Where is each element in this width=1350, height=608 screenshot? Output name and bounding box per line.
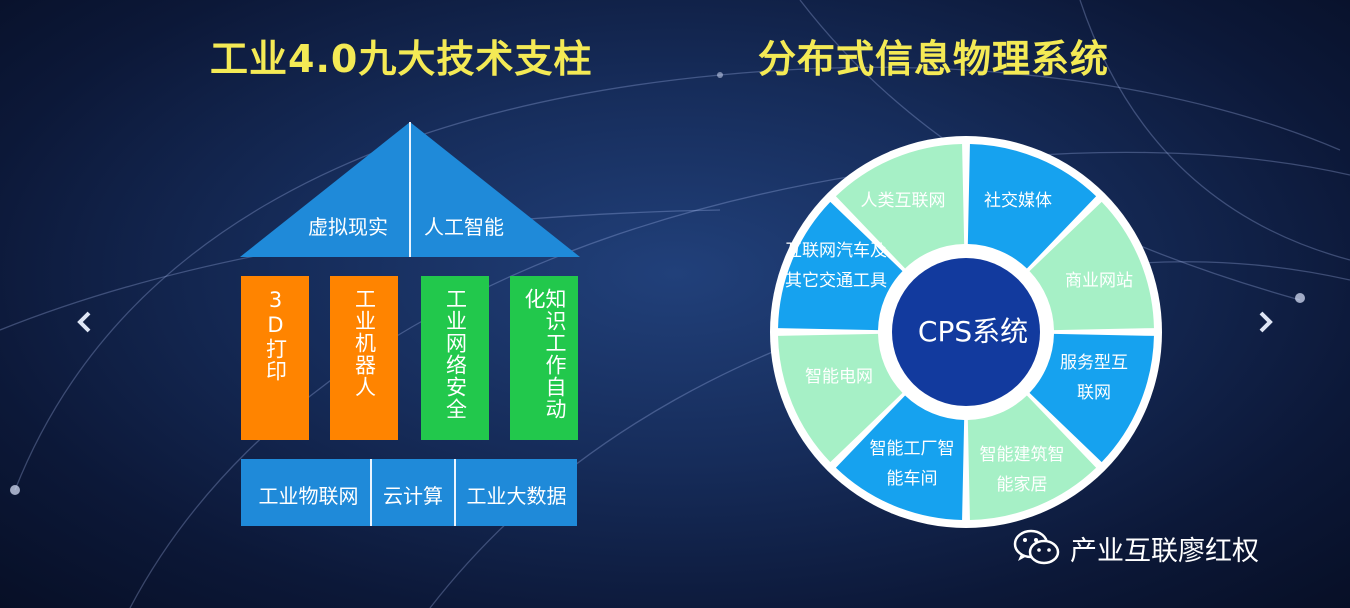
right-title: 分布式信息物理系统 xyxy=(758,37,1110,81)
cps-segment-text: 商业网站 xyxy=(1065,271,1133,291)
cps-segment xyxy=(835,395,965,520)
cps-segment xyxy=(967,395,1097,520)
watermark: 产业互联廖红权 xyxy=(1012,528,1259,568)
cps-segment-label: 智能建筑智能家居 xyxy=(972,440,1072,500)
roof-label-vr: 虚拟现实 xyxy=(308,215,388,239)
chevron-right-icon xyxy=(1259,311,1273,333)
foundation-label-iiot: 工业物联网 xyxy=(258,484,359,508)
cps-segment-text: 服务型互联网 xyxy=(1060,353,1128,403)
pillar-label: 工业机器人 xyxy=(352,288,377,398)
chevron-left-icon xyxy=(77,311,91,333)
cps-segment-text: 智能建筑智能家居 xyxy=(979,445,1065,495)
cps-center-circle xyxy=(892,258,1040,406)
pillar-label: 知识工作自动化 xyxy=(522,288,567,420)
left-title: 工业4.0九大技术支柱 xyxy=(210,37,593,81)
cps-segment-text: 智能工厂智能车间 xyxy=(869,439,955,489)
prev-slide-button[interactable] xyxy=(72,306,98,338)
roof-triangle xyxy=(240,122,580,257)
cps-center-label: CPS系统 xyxy=(917,315,1029,348)
foundation-bar: 工业物联网 云计算 工业大数据 xyxy=(241,459,577,526)
wechat-icon xyxy=(1013,529,1060,565)
pillar-knowledge-automation: 知识工作自动化 xyxy=(510,276,578,440)
cps-segment-label: 智能工厂智能车间 xyxy=(862,434,962,494)
cps-segment-label: 社交媒体 xyxy=(972,186,1064,216)
watermark-text: 产业互联廖红权 xyxy=(1070,535,1259,567)
cps-segment-text: 互联网汽车及其它交通工具 xyxy=(785,241,887,291)
cps-segment-text: 智能电网 xyxy=(805,367,873,387)
cps-segment xyxy=(1029,333,1154,463)
next-slide-button[interactable] xyxy=(1252,306,1278,338)
cps-segment xyxy=(1029,201,1154,331)
cps-segment xyxy=(778,333,903,463)
cps-segment xyxy=(835,144,965,269)
cps-segment-text: 人类互联网 xyxy=(860,191,946,211)
cps-segment-label: 智能电网 xyxy=(790,362,888,392)
pillar-label: 工业网络安全 xyxy=(443,288,468,420)
cps-segment-text: 社交媒体 xyxy=(984,191,1052,211)
cps-segment-label: 商业网站 xyxy=(1050,266,1148,296)
cps-segment-label: 互联网汽车及其它交通工具 xyxy=(780,236,892,296)
foundation-divider xyxy=(370,459,372,526)
cps-segment-label: 服务型互联网 xyxy=(1040,348,1148,408)
foundation-label-bigdata: 工业大数据 xyxy=(466,484,567,508)
roof-label-ai: 人工智能 xyxy=(424,215,504,239)
cps-segment-label: 人类互联网 xyxy=(842,186,964,216)
foundation-divider xyxy=(454,459,456,526)
pillar-industrial-robot: 工业机器人 xyxy=(330,276,398,440)
cps-segment xyxy=(967,144,1097,269)
pillar-label: 3D打印 xyxy=(263,288,288,382)
foundation-label-cloud: 云计算 xyxy=(383,484,443,508)
pillar-3d-printing: 3D打印 xyxy=(241,276,309,440)
cps-segment xyxy=(778,201,903,331)
cps-wheel xyxy=(770,136,1162,528)
pillar-network-security: 工业网络安全 xyxy=(421,276,489,440)
